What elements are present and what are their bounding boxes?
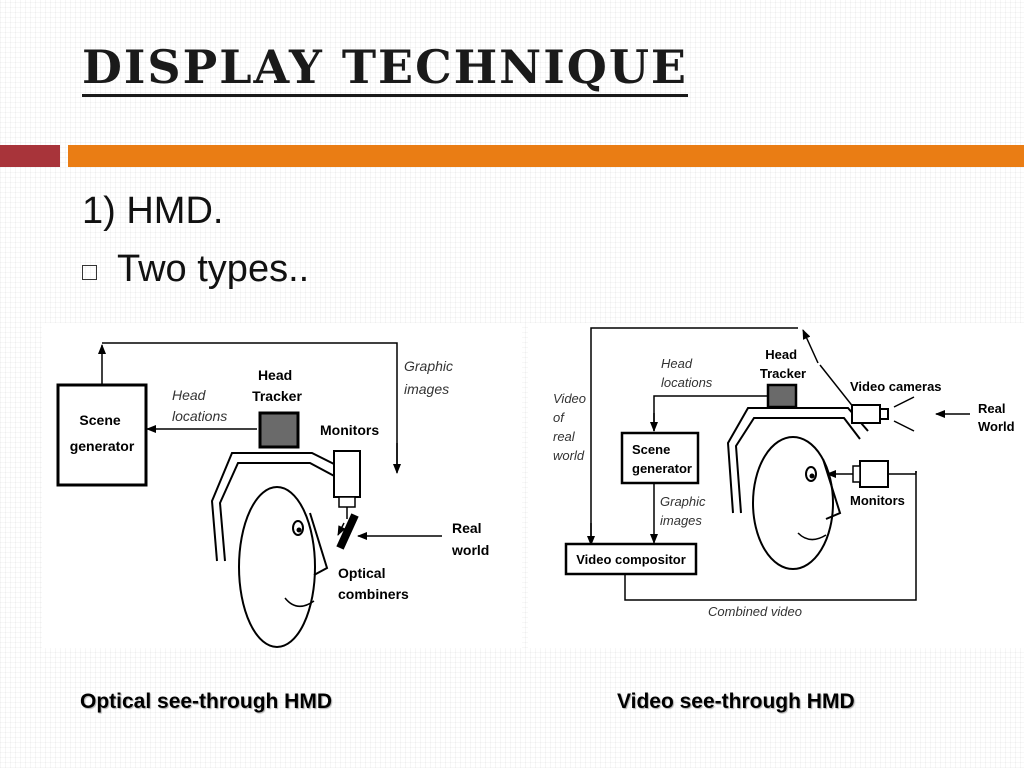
real-world-label: Real World [978, 401, 1015, 434]
headband-outer [210, 452, 343, 562]
graphic-images-line [102, 342, 398, 468]
monitor-body [333, 450, 361, 498]
real-world-label: Real world [451, 520, 489, 558]
optical-diagram: Scene generator Head locations Head Trac… [56, 342, 489, 648]
head-tracker-block [766, 383, 798, 409]
camera-view-ray [893, 420, 915, 432]
video-compositor-box [564, 542, 698, 576]
combiner-to-eye-arrow [337, 522, 346, 536]
nose [822, 458, 842, 520]
scene-generator-label: Scene generator [632, 442, 692, 476]
headband-inner [218, 462, 339, 562]
head-outline [238, 486, 316, 648]
accent-bar-red [0, 145, 60, 167]
monitor-lens [338, 496, 356, 508]
head-tracker-block [258, 411, 300, 449]
video-diagram: Video of real world Head locations Head … [553, 327, 1015, 619]
nose [309, 512, 329, 576]
video-of-real-world-label: Video of real world [553, 391, 590, 463]
graphic-images-label: Graphic images [660, 494, 709, 528]
head-locations-label: Head locations [172, 387, 227, 424]
scene-generator-box [56, 383, 148, 487]
bullet-item: Two types.. [82, 248, 309, 291]
mouth [797, 532, 827, 541]
accent-bar-orange [68, 145, 1024, 167]
graphic-images-label: Graphic images [404, 358, 457, 397]
mouth [284, 597, 315, 607]
hmd-heading: 1) HMD. [82, 190, 224, 232]
video-caption: Video see-through HMD [617, 690, 855, 713]
head-locations-line [653, 395, 768, 431]
optical-combiner [336, 513, 359, 550]
monitors-label: Monitors [320, 422, 379, 438]
scene-generator-label: Scene generator [70, 412, 135, 454]
monitors-label: Monitors [850, 493, 905, 508]
video-compositor-label: Video compositor [576, 552, 686, 567]
monitor-body [859, 460, 889, 488]
video-of-real-world-line [590, 327, 798, 545]
head-outline [752, 436, 834, 570]
bullet-text: Two types.. [117, 248, 310, 290]
slide-title: Display Technique [82, 44, 688, 97]
optical-combiners-label: Optical combiners [338, 565, 409, 602]
scene-generator-box [620, 431, 700, 485]
cameras-out-arrow [802, 329, 819, 364]
head-tracker-label: Head Tracker [252, 367, 302, 404]
monitor-lens [852, 465, 861, 483]
camera-view-ray [893, 396, 915, 408]
optical-caption: Optical see-through HMD [80, 690, 333, 713]
headband-inner [734, 417, 861, 514]
video-diagram-panel: Video of real world Head locations Head … [528, 323, 1024, 648]
combined-video-line [624, 471, 917, 601]
head-tracker-label: Head Tracker [760, 347, 806, 381]
head-locations-label: Head locations [661, 356, 713, 390]
optical-diagram-panel: Scene generator Head locations Head Trac… [42, 323, 522, 648]
video-cameras-label: Video cameras [850, 379, 942, 394]
combined-video-label: Combined video [708, 604, 802, 619]
video-camera-lens [879, 408, 889, 420]
square-bullet-icon [82, 265, 97, 280]
video-camera-body [851, 404, 881, 424]
